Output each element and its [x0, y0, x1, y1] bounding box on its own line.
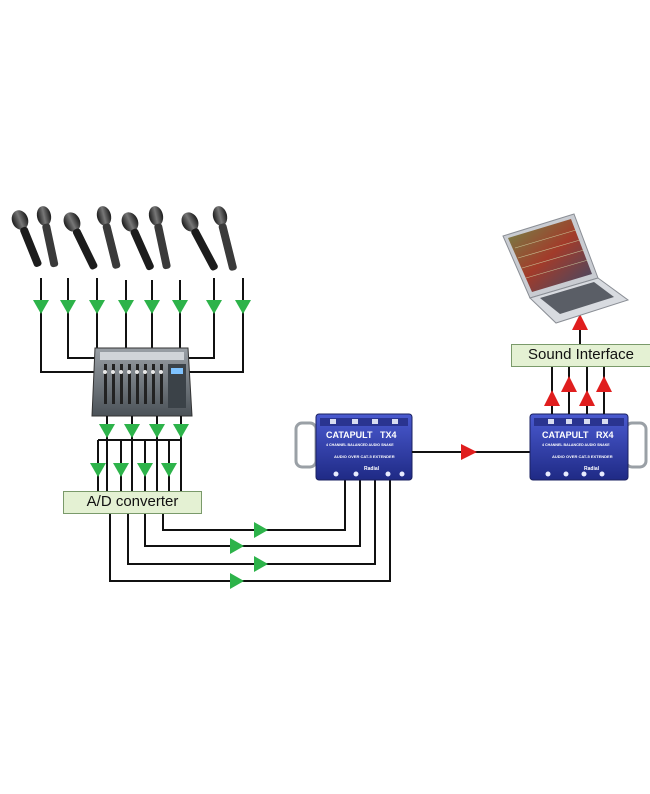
- arrow-right: [254, 556, 268, 572]
- arrow-up: [596, 376, 612, 392]
- arrow-down: [89, 300, 105, 314]
- tx-subtitle: 4 CHANNEL BALANCED AUDIO SNAKE: [326, 443, 394, 447]
- tx-logo: Radial: [364, 466, 380, 472]
- catapult-tx4-box: CATAPULT TX4 4 CHANNEL BALANCED AUDIO SN…: [294, 413, 413, 481]
- arrow-down: [124, 424, 140, 438]
- microphone-icon: [36, 206, 59, 268]
- arrow-down: [60, 300, 76, 314]
- laptop-icon: [502, 213, 630, 324]
- arrow-up: [561, 376, 577, 392]
- arrow-right: [230, 538, 244, 554]
- microphone-group: [11, 206, 237, 271]
- microphone-icon: [181, 212, 218, 271]
- arrow-right: [254, 522, 268, 538]
- arrow-down: [137, 463, 153, 477]
- mic-arrows: [33, 300, 251, 314]
- arrow-down: [90, 463, 106, 477]
- microphone-icon: [11, 210, 42, 267]
- arrow-down: [33, 300, 49, 314]
- microphone-icon: [121, 212, 154, 271]
- ad-out-arrows: [230, 522, 268, 589]
- rx-subtitle: 4 CHANNEL BALANCED AUDIO SNAKE: [542, 443, 610, 447]
- arrow-down: [99, 424, 115, 438]
- arrow-right: [461, 444, 477, 460]
- arrow-right: [230, 573, 244, 589]
- rx-out-wires: [551, 365, 605, 414]
- mixer-icon: [91, 347, 193, 417]
- mixer-out-arrows: [90, 424, 189, 477]
- arrow-up: [579, 390, 595, 406]
- arrow-down: [118, 300, 134, 314]
- arrow-down: [149, 424, 165, 438]
- arrow-down: [173, 424, 189, 438]
- arrow-down: [206, 300, 222, 314]
- rx-logo: Radial: [584, 466, 600, 472]
- ad-converter-label: A/D converter: [63, 491, 202, 514]
- microphone-icon: [212, 206, 237, 271]
- rx-out-arrows: [544, 376, 612, 406]
- arrow-down: [113, 463, 129, 477]
- rx-caption: AUDIO OVER CAT-5 EXTENDER: [552, 454, 613, 459]
- arrow-up: [544, 390, 560, 406]
- rx-brand: CATAPULT: [542, 430, 589, 440]
- sound-interface-label: Sound Interface: [511, 344, 650, 367]
- arrow-down: [172, 300, 188, 314]
- rx-model: RX4: [596, 430, 614, 440]
- microphone-icon: [63, 212, 98, 270]
- arrow-down: [144, 300, 160, 314]
- arrow-down: [235, 300, 251, 314]
- catapult-rx4-box: CATAPULT RX4 4 CHANNEL BALANCED AUDIO SN…: [529, 413, 648, 481]
- arrow-up: [572, 314, 588, 330]
- tx-model: TX4: [380, 430, 397, 440]
- microphone-icon: [148, 206, 171, 270]
- tx-caption: AUDIO OVER CAT-5 EXTENDER: [334, 454, 395, 459]
- microphone-icon: [96, 206, 121, 269]
- tx-brand: CATAPULT: [326, 430, 373, 440]
- arrow-down: [161, 463, 177, 477]
